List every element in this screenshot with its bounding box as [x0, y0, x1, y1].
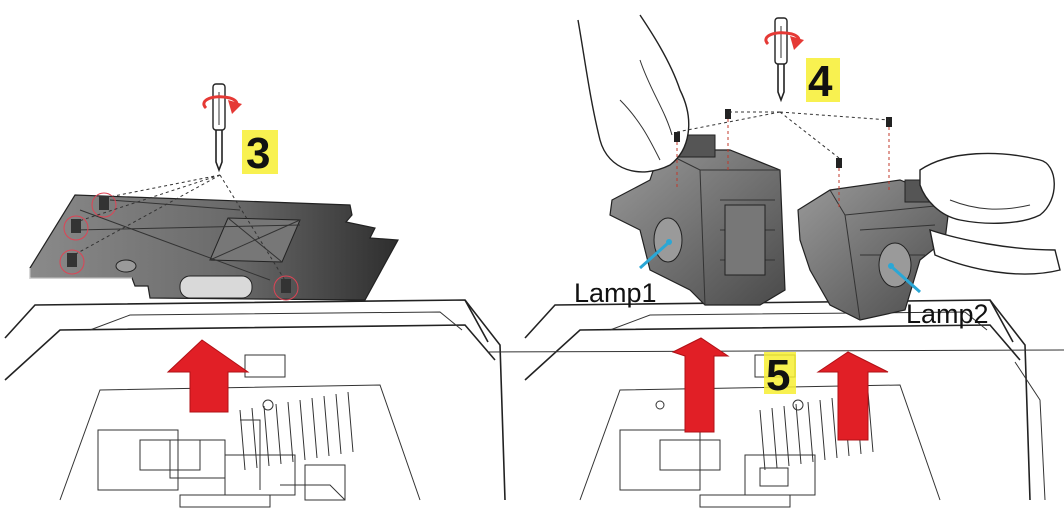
- step-4-label: 4: [806, 57, 840, 106]
- lamp1-label: Lamp1: [574, 278, 657, 308]
- step-3-label: 3: [242, 129, 278, 178]
- heatsink-fins-left: [240, 392, 353, 470]
- right-panel: 5: [488, 15, 1064, 507]
- projector-chassis-left: [5, 300, 505, 507]
- lamp2-label: Lamp2: [906, 299, 989, 329]
- lamp-cover-plate: [30, 195, 398, 300]
- projector-chassis-right: [488, 300, 1064, 507]
- step-number: 4: [808, 57, 833, 106]
- up-arrow-icon: [168, 340, 248, 412]
- step-number: 5: [766, 351, 790, 400]
- step-5-label: 5: [764, 351, 796, 400]
- step-number: 3: [246, 129, 270, 178]
- left-panel: 3: [5, 84, 505, 507]
- screwdriver-icon: [775, 18, 787, 100]
